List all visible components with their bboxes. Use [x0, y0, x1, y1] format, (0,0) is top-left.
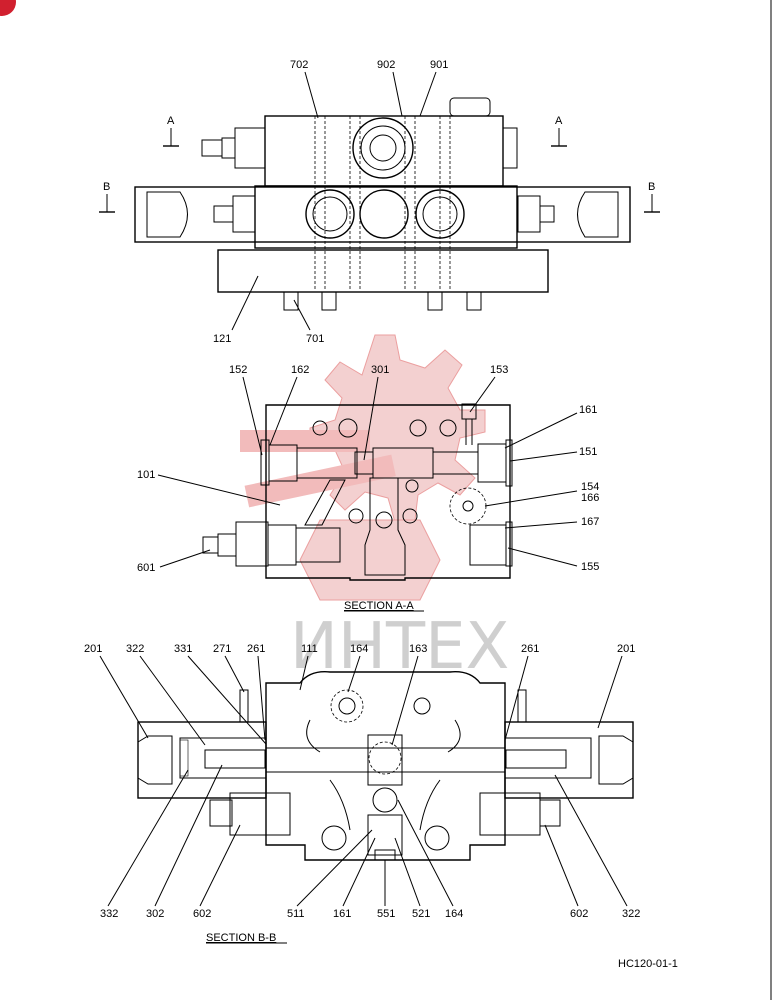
- callout-301: 301: [371, 364, 389, 376]
- callout-153: 153: [490, 364, 508, 376]
- section-bb: [137, 671, 634, 861]
- callout-167: 167: [581, 516, 599, 528]
- callout-166: 166: [581, 492, 599, 504]
- callout-201-left: 201: [84, 643, 102, 655]
- callout-602-left: 602: [193, 908, 211, 920]
- section-marker-b-left: B: [103, 181, 110, 193]
- callout-261-left: 261: [247, 643, 265, 655]
- callout-101: 101: [137, 469, 155, 481]
- callout-332: 332: [100, 908, 118, 920]
- callout-601: 601: [137, 562, 155, 574]
- callout-201-right: 201: [617, 643, 635, 655]
- callout-162: 162: [291, 364, 309, 376]
- callout-155: 155: [581, 561, 599, 573]
- callout-111: 111: [301, 643, 318, 655]
- callout-161: 161: [579, 404, 597, 416]
- callout-161-bb: 161: [333, 908, 351, 920]
- section-marker-a-left: A: [167, 115, 175, 127]
- callout-901: 901: [430, 59, 448, 71]
- callout-121: 121: [213, 333, 231, 345]
- callout-271: 271: [213, 643, 231, 655]
- callout-551: 551: [377, 908, 395, 920]
- top-view-leaders: [231, 71, 437, 331]
- callout-902: 902: [377, 59, 395, 71]
- section-marker-b-right: B: [648, 181, 655, 193]
- callout-702: 702: [290, 59, 308, 71]
- top-view: [99, 97, 660, 311]
- callout-151: 151: [579, 446, 597, 458]
- section-aa-title: SECTION A-A: [344, 600, 414, 612]
- callout-152: 152: [229, 364, 247, 376]
- callout-331: 331: [174, 643, 192, 655]
- callout-511: 511: [287, 908, 305, 920]
- callout-322-left: 322: [126, 643, 144, 655]
- callout-322-right: 322: [622, 908, 640, 920]
- corner-badge: [0, 0, 16, 16]
- section-bb-title: SECTION B-B: [206, 932, 276, 944]
- callout-302: 302: [146, 908, 164, 920]
- section-aa-leaders: [157, 376, 578, 568]
- watermark-logo: [240, 334, 486, 601]
- callout-261-right: 261: [521, 643, 539, 655]
- callout-164-bottom: 164: [445, 908, 463, 920]
- drawing-number: HC120-01-1: [618, 958, 678, 970]
- callout-164-top: 164: [350, 643, 368, 655]
- callout-163: 163: [409, 643, 427, 655]
- watermark-text: ИНТЕХ: [290, 610, 509, 684]
- callout-521: 521: [412, 908, 430, 920]
- callout-602-right: 602: [570, 908, 588, 920]
- section-bb-leaders: [99, 655, 628, 907]
- callout-701: 701: [306, 333, 324, 345]
- section-aa: [202, 403, 513, 581]
- section-marker-a-right: A: [555, 115, 563, 127]
- callout-154: 154: [581, 481, 599, 493]
